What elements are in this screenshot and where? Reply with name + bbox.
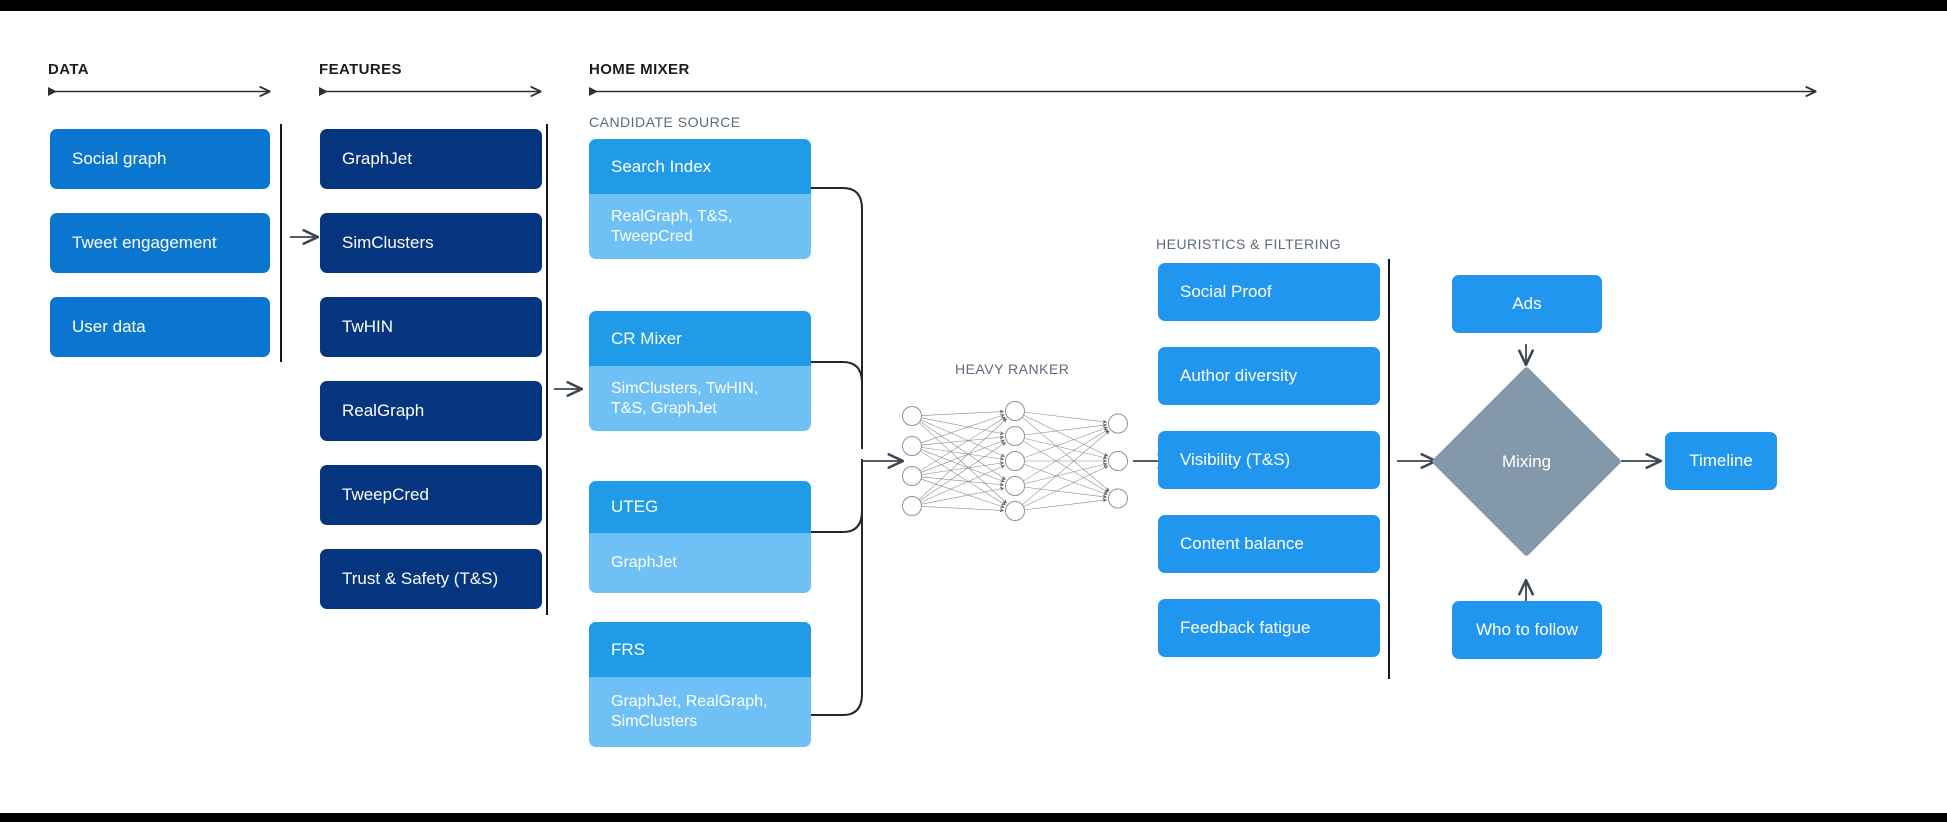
heuristic-card-author-diversity[interactable]: Author diversity xyxy=(1158,347,1380,405)
candidate-source-frs[interactable]: FRS GraphJet, RealGraph, SimClusters xyxy=(589,622,811,747)
heuristic-card-label: Feedback fatigue xyxy=(1180,618,1311,637)
feature-card-label: Trust & Safety (T&S) xyxy=(342,569,499,588)
feature-card-label: SimClusters xyxy=(342,233,434,252)
heuristic-card-label: Content balance xyxy=(1180,534,1304,553)
data-card-tweet-engagement[interactable]: Tweet engagement xyxy=(50,213,270,273)
subsection-heuristics: HEURISTICS & FILTERING xyxy=(1156,236,1341,252)
candidate-source-search-index[interactable]: Search Index RealGraph, T&S, TweepCred xyxy=(589,139,811,259)
neural-network-svg xyxy=(902,401,1128,521)
heavy-ranker-network xyxy=(890,386,1140,536)
section-arrow-home-mixer xyxy=(589,86,1819,98)
divider-features-homemixer xyxy=(546,124,548,615)
candidate-source-uteg[interactable]: UTEG GraphJet xyxy=(589,481,811,593)
section-arrow-features xyxy=(319,86,544,98)
candidate-source-title: UTEG xyxy=(589,481,811,533)
candidate-source-title: FRS xyxy=(589,622,811,677)
subsection-candidate-source: CANDIDATE SOURCE xyxy=(589,114,741,130)
output-card-who-to-follow[interactable]: Who to follow xyxy=(1452,601,1602,659)
section-arrow-data xyxy=(48,86,273,98)
heuristic-card-label: Visibility (T&S) xyxy=(1180,450,1291,469)
output-card-timeline[interactable]: Timeline xyxy=(1665,432,1777,490)
candidate-source-title: Search Index xyxy=(589,139,811,194)
candidate-source-cr-mixer[interactable]: CR Mixer SimClusters, TwHIN, T&S, GraphJ… xyxy=(589,311,811,431)
data-card-label: Social graph xyxy=(72,149,167,168)
heuristic-card-visibility[interactable]: Visibility (T&S) xyxy=(1158,431,1380,489)
divider-data-features xyxy=(280,124,282,362)
data-card-user-data[interactable]: User data xyxy=(50,297,270,357)
letterbox-top xyxy=(0,0,1947,11)
feature-card-graphjet[interactable]: GraphJet xyxy=(320,129,542,189)
diagram-canvas: DATA FEATURES HOME MIXER CANDIDATE SOURC… xyxy=(0,11,1947,813)
heuristic-card-social-proof[interactable]: Social Proof xyxy=(1158,263,1380,321)
feature-card-label: GraphJet xyxy=(342,149,412,168)
feature-card-label: TweepCred xyxy=(342,485,429,504)
mixing-label: Mixing xyxy=(1501,451,1552,471)
candidate-source-features: RealGraph, T&S, TweepCred xyxy=(589,194,811,259)
candidate-source-features: GraphJet, RealGraph, SimClusters xyxy=(589,677,811,747)
output-card-label: Ads xyxy=(1512,294,1542,313)
data-card-social-graph[interactable]: Social graph xyxy=(50,129,270,189)
heuristic-card-label: Author diversity xyxy=(1180,366,1298,385)
heuristic-card-feedback-fatigue[interactable]: Feedback fatigue xyxy=(1158,599,1380,657)
feature-card-realgraph[interactable]: RealGraph xyxy=(320,381,542,441)
feature-card-label: RealGraph xyxy=(342,401,425,420)
section-header-data: DATA xyxy=(48,61,90,78)
candidate-source-title: CR Mixer xyxy=(589,311,811,366)
candidate-source-features: GraphJet xyxy=(589,533,811,593)
feature-card-tweepcred[interactable]: TweepCred xyxy=(320,465,542,525)
output-card-label: Who to follow xyxy=(1475,620,1579,639)
candidate-source-features: SimClusters, TwHIN, T&S, GraphJet xyxy=(589,366,811,431)
section-header-features: FEATURES xyxy=(319,61,402,78)
heavy-ranker-label: HEAVY RANKER xyxy=(955,361,1070,377)
section-header-home-mixer: HOME MIXER xyxy=(589,61,690,78)
divider-heuristics-mixing xyxy=(1388,259,1390,679)
output-card-label: Timeline xyxy=(1689,451,1753,470)
letterbox-bottom xyxy=(0,813,1947,822)
feature-card-trust-safety[interactable]: Trust & Safety (T&S) xyxy=(320,549,542,609)
output-card-ads[interactable]: Ads xyxy=(1452,275,1602,333)
data-card-label: User data xyxy=(72,317,146,336)
feature-card-label: TwHIN xyxy=(342,317,393,336)
heuristic-card-content-balance[interactable]: Content balance xyxy=(1158,515,1380,573)
feature-card-simclusters[interactable]: SimClusters xyxy=(320,213,542,273)
data-card-label: Tweet engagement xyxy=(72,233,217,252)
heuristic-card-label: Social Proof xyxy=(1180,282,1272,301)
feature-card-twhin[interactable]: TwHIN xyxy=(320,297,542,357)
